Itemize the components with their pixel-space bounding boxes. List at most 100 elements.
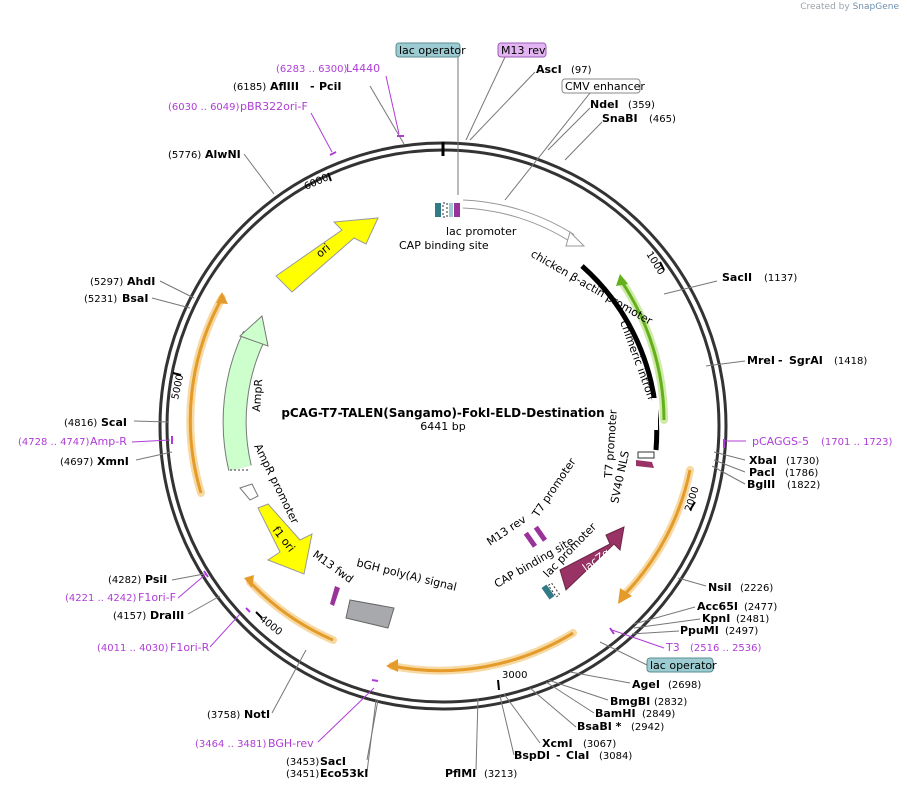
sv40-nls-box: [636, 460, 654, 468]
leader-bglII: [711, 465, 746, 485]
m13-rev-top-tag: [497, 42, 547, 58]
m13-rev-top-tag-label: M13 rev: [501, 44, 546, 57]
leader-bspDI: [499, 695, 515, 756]
primer-amp-r-range: (4728 .. 4747): [18, 437, 90, 448]
orf-glow-bottom-left: [246, 578, 337, 644]
primer-leader-amp-r: [131, 439, 171, 443]
primer-mark-f1ori-f: [203, 570, 209, 578]
plasmid-length: 6441 bp: [420, 420, 465, 433]
t7-promoter-right-box: [637, 451, 655, 459]
tick-label-6000: 6000: [303, 172, 331, 192]
site-ahdI-name: AhdI: [127, 275, 155, 288]
lac-operator-top-box: [449, 203, 453, 217]
tick-mark-6000: [327, 172, 332, 182]
site-bsaI-pos: (5231): [84, 294, 117, 305]
site-ndeI-name: NdeI: [590, 98, 619, 111]
ori-arrow: [275, 217, 379, 293]
site-bsaI-name: BsaI: [122, 292, 148, 305]
leader-cmv: [504, 92, 591, 201]
site-mreI-name: MreI: [747, 354, 775, 367]
site-bmgBI-name: BmgBI: [610, 695, 650, 708]
primer-amp-r-name: Amp-R: [90, 435, 127, 448]
primer-t3-range: (2516 .. 2536): [690, 643, 762, 654]
orf-arrowhead-left: [216, 292, 228, 304]
site-draIII-name: DraIII: [150, 609, 184, 622]
site-bspDI-name: BspDI: [514, 749, 550, 762]
orf-arrow-left: [188, 297, 224, 494]
leader-aflIII: [369, 85, 405, 145]
site-ascI-pos: (97): [571, 65, 592, 76]
leader-bamHI: [545, 681, 595, 714]
site-pflMI-name: PflMI: [445, 767, 476, 780]
site-acc65I-pos: (2477): [744, 602, 777, 613]
site-bamHI-pos: (2849): [642, 709, 675, 720]
site-ageI-name: AgeI: [632, 678, 660, 691]
site-xmnI-pos: (4697): [60, 457, 93, 468]
site-eco53kI-pos: (3451): [286, 769, 319, 780]
leader-mreI: [705, 360, 746, 367]
t7-promoter-bottom-box: [533, 525, 548, 542]
leader-bsaBI: [529, 687, 577, 728]
site-sacII-name: SacII: [722, 271, 752, 284]
site-psiI-pos: (4282): [108, 575, 141, 586]
leader-xmnI: [135, 451, 173, 461]
site-claI-name: ClaI: [566, 749, 589, 762]
cap-binding-site-label: CAP binding site: [399, 239, 489, 252]
bgh-polya-label: bGH poly(A) signal: [355, 556, 458, 593]
site-bspDI-pos: (3084): [599, 751, 632, 762]
orf-arrow-bottom: [391, 631, 574, 673]
site-eco53kI-name: Eco53kI: [320, 767, 368, 780]
primer-f1ori-r-name: F1ori-R: [170, 641, 210, 654]
site-ageI-pos: (2698): [668, 680, 701, 691]
intron-arrow: [620, 281, 666, 421]
cap-binding-site-bottom-box: [541, 584, 555, 600]
orf-arrow-right: [623, 469, 692, 596]
leader-ppuMI: [631, 630, 680, 635]
site-bspDI-sep: -: [556, 749, 561, 762]
tick-label-5000: 5000: [170, 373, 186, 400]
primer-f1ori-f-name: F1ori-F: [138, 591, 176, 604]
primer-mark-bgh-rev: [371, 679, 379, 682]
site-pacI-name: PacI: [749, 466, 775, 479]
site-sacII-pos: (1137): [764, 273, 797, 284]
site-ahdI-pos: (5297): [90, 277, 123, 288]
primer-leader-f1ori-f: [177, 573, 207, 599]
cmv-enhancer-fill: [462, 200, 574, 241]
tick-mark-4000: [255, 611, 263, 619]
leader-kpnI: [633, 618, 701, 629]
m13-rev-bottom-label: M13 rev: [484, 513, 529, 549]
primer-l4440-name: L4440: [346, 62, 380, 75]
site-ndeI-pos: (359): [628, 100, 655, 111]
t7-promoter-bottom-label: T7 promoter: [529, 455, 579, 520]
site-xcmI-pos: (3067): [583, 739, 616, 750]
site-xcmI-name: XcmI: [542, 737, 573, 750]
primer-marks: [171, 135, 725, 682]
leader-xcmI: [503, 693, 541, 744]
tick-mark-1000: [659, 261, 665, 271]
ampr-arrowhead: [239, 315, 269, 347]
site-aflIII-pos: (6185): [233, 82, 266, 93]
site-mreI-pos: (1418): [834, 356, 867, 367]
orf-arrow-bottom-left: [248, 580, 334, 642]
bgh-polya-box: [345, 599, 395, 629]
primer-leader-bgh-rev: [317, 687, 375, 743]
f1-ori-arrow: [257, 503, 313, 575]
lac-operator-top-tag: [395, 42, 461, 58]
tick-mark-2000: [689, 501, 696, 511]
primer-bgh-rev-range: (3464 .. 3481): [195, 739, 267, 750]
tick-mark-5000: [172, 372, 182, 376]
primer-mark-f1ori-r: [245, 607, 251, 613]
primer-pbr322ori-name: pBR322ori-F: [240, 100, 308, 113]
leader-lines: [133, 56, 746, 773]
site-bamHI-name: BamHI: [595, 707, 636, 720]
site-aflIII-sep: -: [310, 80, 315, 93]
primer-leader-t3: [611, 629, 665, 649]
chicken-b-actin-label: chicken β-actin promoter: [529, 247, 655, 327]
brand-prefix: Created by: [800, 2, 850, 12]
primer-leader-pbr322ori: [310, 112, 333, 153]
leader-lac-operator-bottom: [599, 641, 648, 666]
site-snabI-name: SnaBI: [602, 112, 638, 125]
site-notI-pos: (3758): [207, 710, 240, 721]
site-pacI-pos: (1786): [785, 468, 818, 479]
